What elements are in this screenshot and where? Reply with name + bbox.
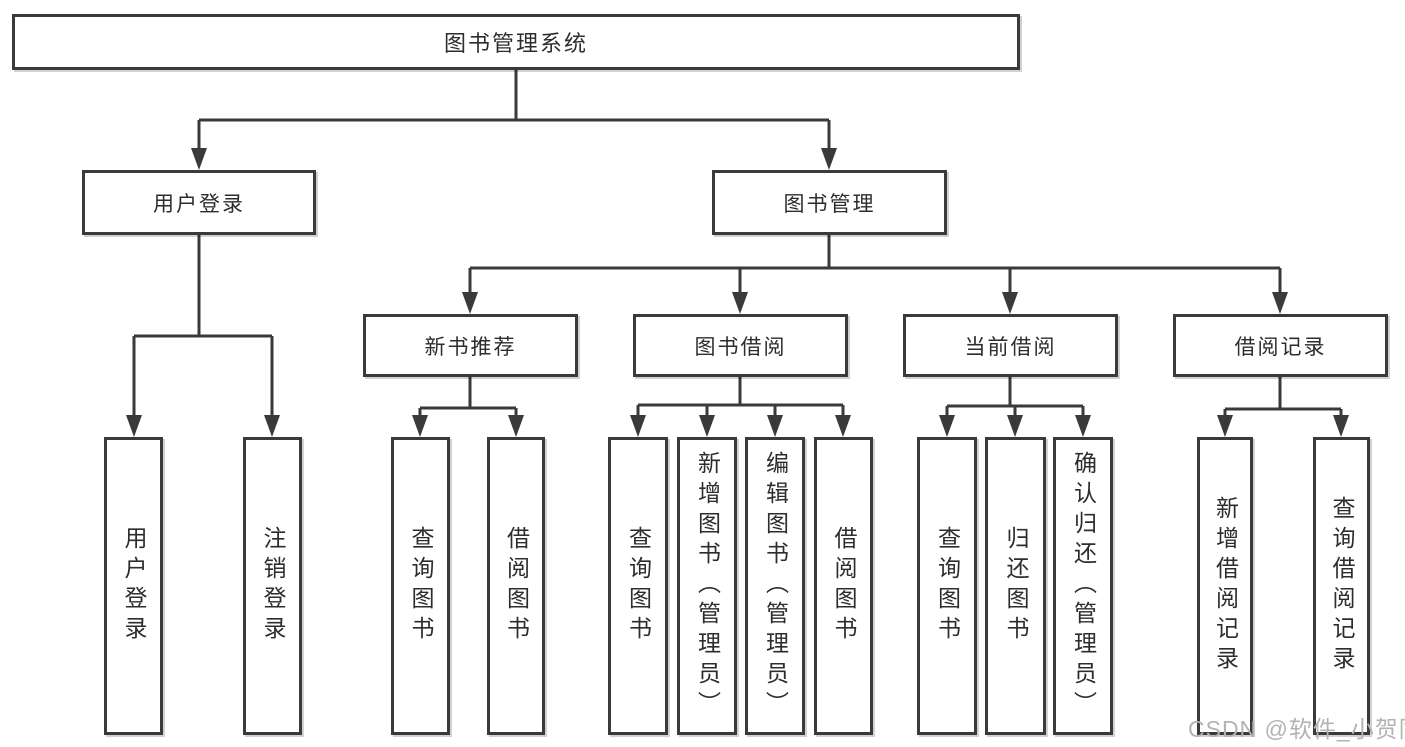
leaf-query-books-under-borrowing: 查询图书 bbox=[608, 437, 668, 735]
leaf-return-books: 归还图书 bbox=[985, 437, 1046, 735]
node-label: 新书推荐 bbox=[424, 335, 517, 359]
leaf-query-books-under-current: 查询图书 bbox=[917, 437, 977, 735]
node-label: 图书借阅 bbox=[694, 335, 787, 359]
node-book-management: 图书管理 bbox=[712, 170, 947, 235]
leaf-query-borrow-record: 查询借阅记录 bbox=[1313, 437, 1370, 735]
edge-new-rec-to-leaves bbox=[412, 377, 524, 437]
node-label: 查询图书 bbox=[408, 526, 434, 646]
leaf-edit-book-admin: 编辑图书（管理员） bbox=[745, 437, 805, 735]
node-label: 借阅图书 bbox=[503, 526, 530, 646]
edge-borrow-record-to-leaves bbox=[1217, 377, 1349, 437]
leaf-add-book-admin: 新增图书（管理员） bbox=[677, 437, 737, 735]
leaf-logout-login: 注销登录 bbox=[243, 437, 302, 735]
node-label: 图书管理系统 bbox=[443, 31, 588, 56]
edge-book-borrow-to-leaves bbox=[630, 377, 851, 437]
node-library-management-system: 图书管理系统 bbox=[12, 14, 1020, 70]
node-label: 新增图书（管理员） bbox=[694, 451, 721, 721]
leaf-query-books-under-new-rec: 查询图书 bbox=[391, 437, 450, 735]
node-label: 借阅图书 bbox=[831, 526, 857, 646]
node-label: 当前借阅 bbox=[964, 335, 1057, 359]
node-label: 用户登录 bbox=[153, 192, 245, 216]
leaf-user-login: 用户登录 bbox=[104, 437, 163, 735]
leaf-borrow-books-under-new-rec: 借阅图书 bbox=[487, 437, 545, 735]
node-label: 查询图书 bbox=[625, 526, 652, 646]
node-label: 编辑图书（管理员） bbox=[762, 451, 789, 721]
leaf-confirm-return-admin: 确认归还（管理员） bbox=[1053, 437, 1113, 735]
leaf-add-borrow-record: 新增借阅记录 bbox=[1197, 437, 1253, 735]
edge-book-mgmt-to-level3 bbox=[462, 235, 1288, 314]
node-label: 借阅记录 bbox=[1234, 335, 1327, 359]
node-label: 注销登录 bbox=[260, 526, 286, 646]
node-label: 新增借阅记录 bbox=[1212, 496, 1239, 676]
node-label: 图书管理 bbox=[783, 192, 876, 216]
edge-user-login-to-leaves bbox=[126, 235, 280, 437]
node-new-book-recommendation: 新书推荐 bbox=[363, 314, 578, 377]
leaf-borrow-books-under-borrowing: 借阅图书 bbox=[814, 437, 873, 735]
csdn-watermark: CSDN @软件_小贺同学 bbox=[1188, 716, 1405, 742]
node-borrowing-records: 借阅记录 bbox=[1173, 314, 1388, 377]
node-user-login: 用户登录 bbox=[82, 170, 316, 235]
node-label: 用户登录 bbox=[121, 526, 147, 646]
node-book-borrowing: 图书借阅 bbox=[633, 314, 848, 377]
edge-current-borrow-to-leaves bbox=[939, 377, 1091, 437]
node-current-borrowing: 当前借阅 bbox=[903, 314, 1118, 377]
node-label: 查询图书 bbox=[934, 526, 961, 646]
edge-root-to-level2 bbox=[191, 70, 837, 170]
node-label: 归还图书 bbox=[1003, 526, 1029, 646]
node-label: 查询借阅记录 bbox=[1329, 496, 1355, 676]
node-label: 确认归还（管理员） bbox=[1070, 451, 1097, 721]
